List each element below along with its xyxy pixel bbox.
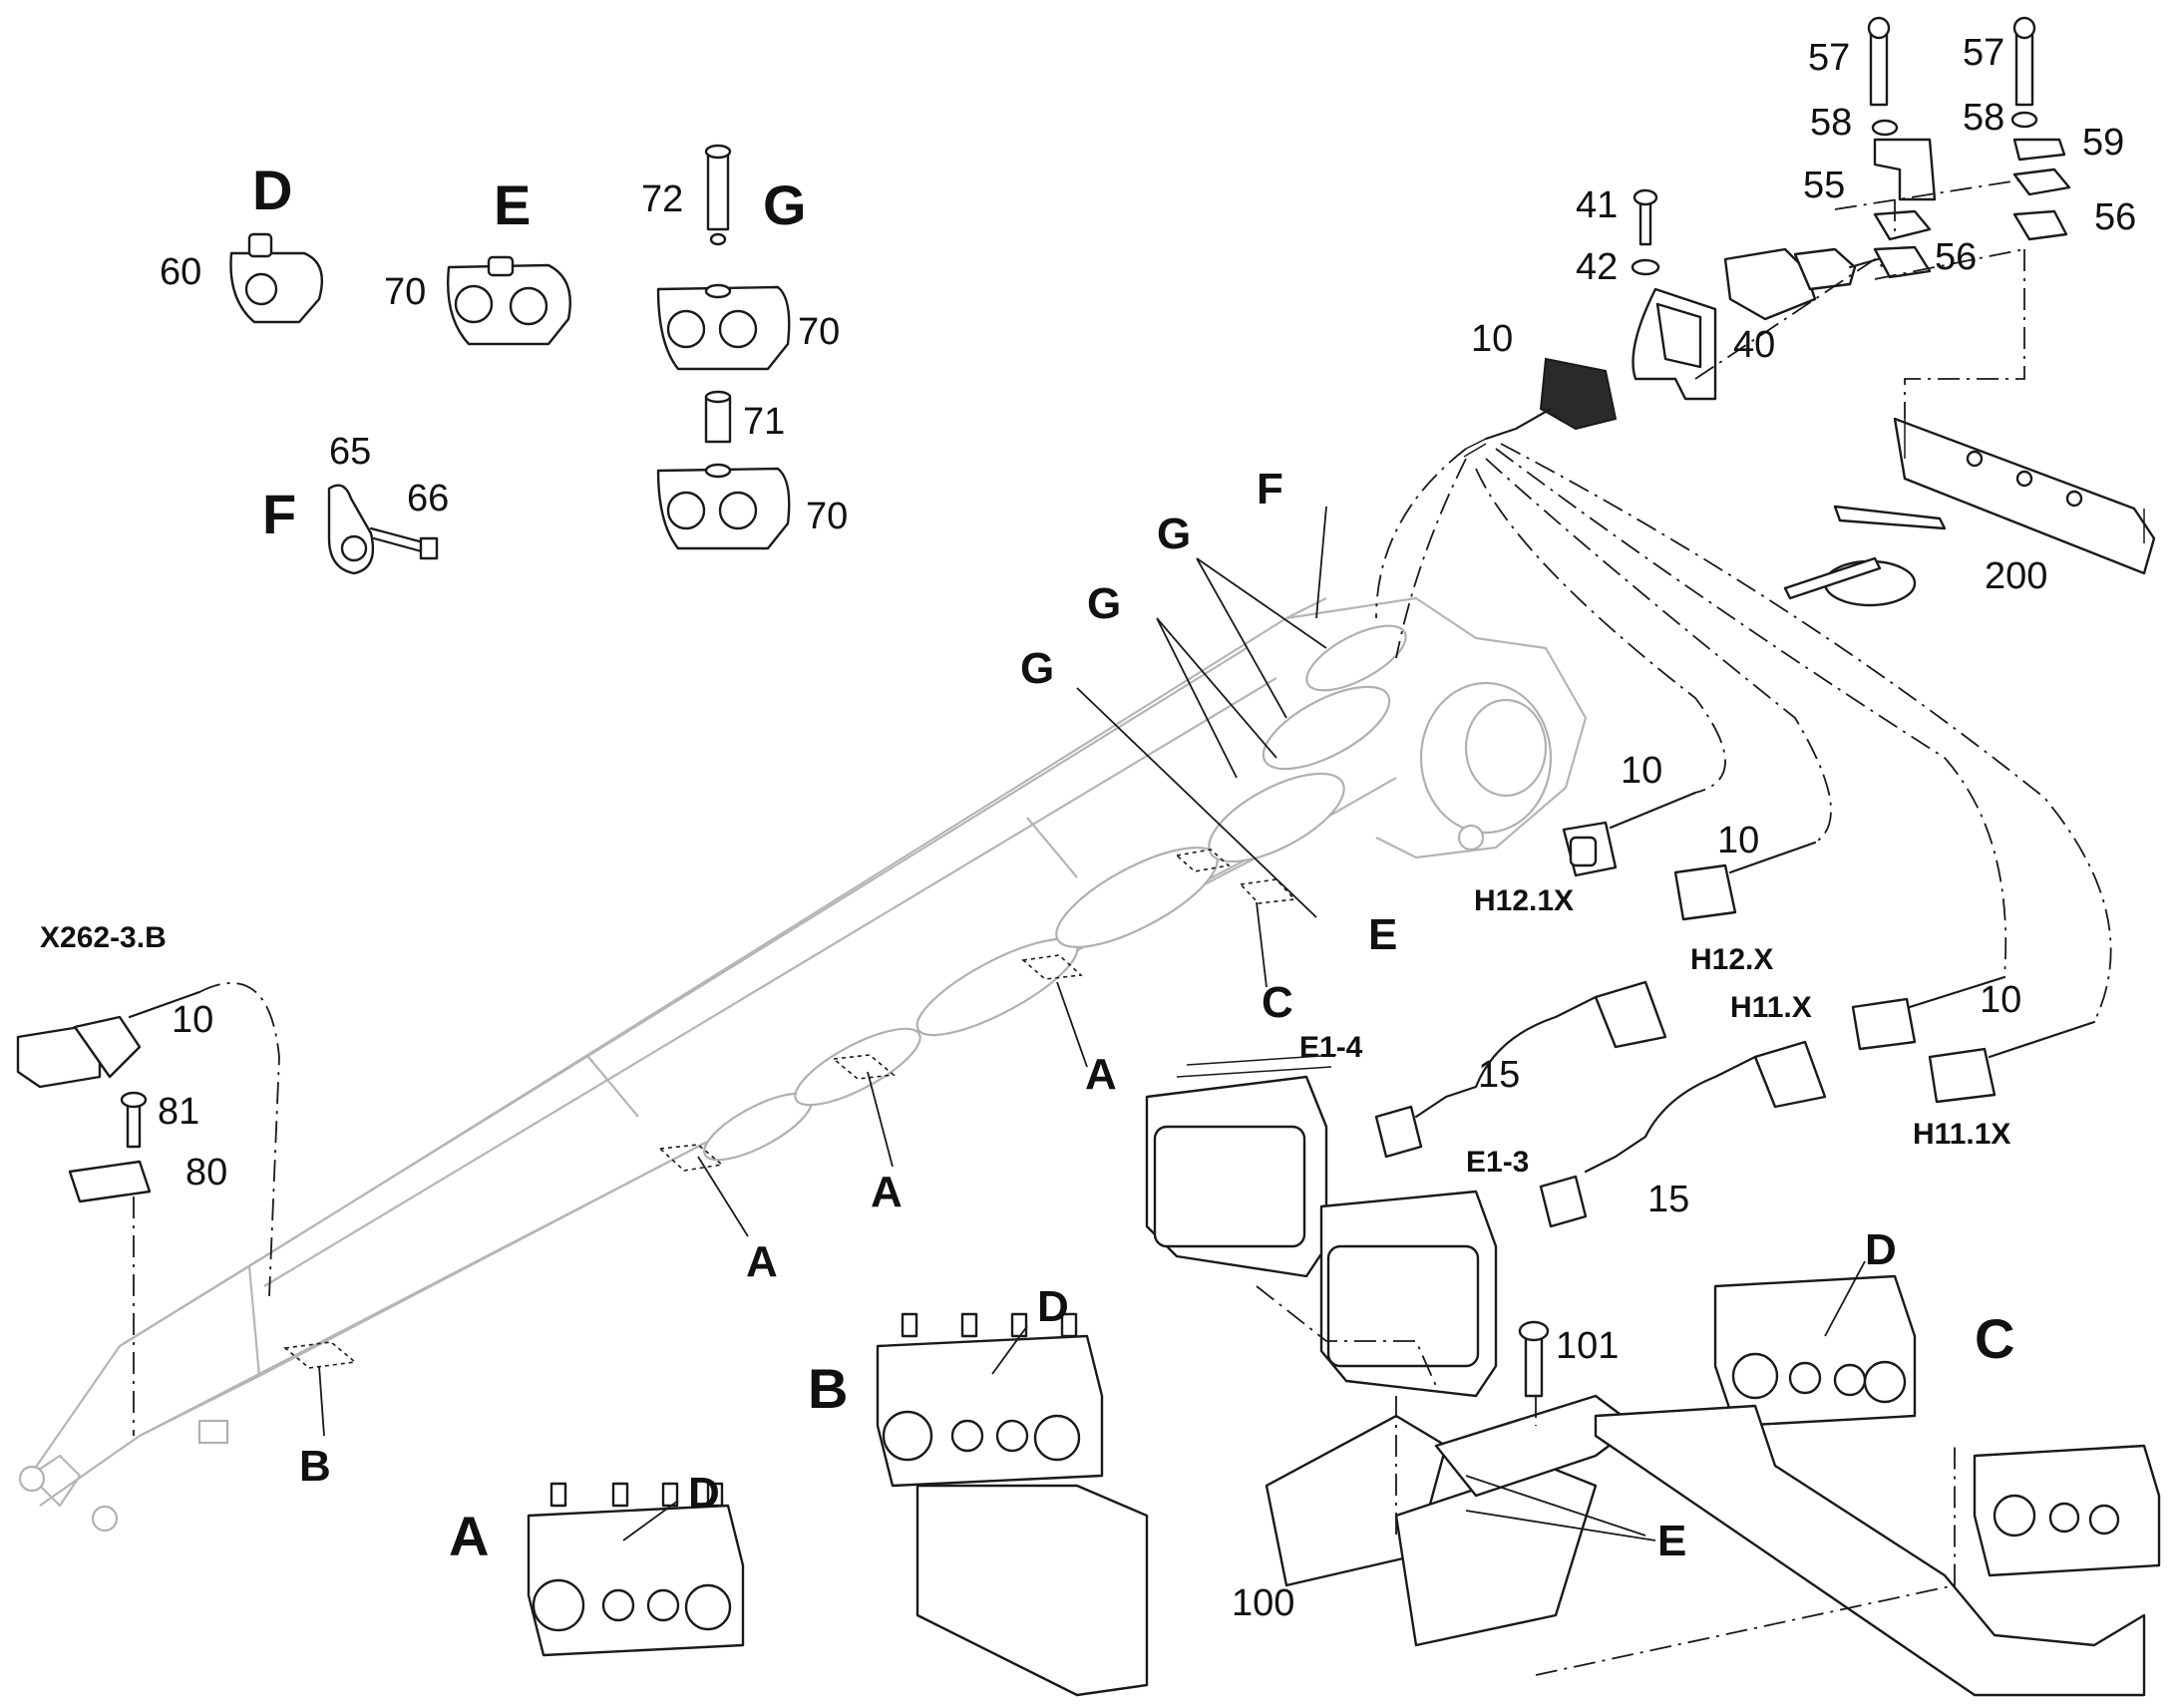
connector-plug-top — [1723, 247, 1887, 321]
connector-h111 — [1928, 1020, 2096, 1104]
clip-65-bolt-66 — [327, 484, 439, 575]
cable-tie-200 — [1783, 505, 1947, 607]
label-57-right: 57 — [1963, 32, 2004, 74]
label-81: 81 — [158, 1091, 199, 1133]
harness-15-e13 — [1539, 1040, 1827, 1228]
clamp-detail-C — [1594, 1274, 2161, 1697]
label-10-h121: 10 — [1621, 750, 1662, 792]
label-42: 42 — [1576, 246, 1618, 288]
label-boom-G1: G — [1157, 510, 1191, 558]
labels: D E G F 60 70 72 70 71 70 65 66 41 42 10… — [40, 32, 2136, 1624]
connector-h12 — [1673, 841, 1817, 921]
label-detail-C-D: D — [1865, 1225, 1897, 1274]
harness-15-e14 — [1374, 980, 1667, 1159]
clamp-detail-B — [876, 1312, 1149, 1697]
label-boom-A3: A — [746, 1237, 778, 1286]
bracket-40 — [1631, 188, 1717, 401]
label-e13: E1-3 — [1466, 1146, 1529, 1179]
label-70-single: 70 — [384, 271, 426, 313]
label-59: 59 — [2082, 122, 2124, 164]
label-65: 65 — [329, 431, 371, 473]
label-detail-B-D: D — [1037, 1282, 1069, 1331]
label-70-lower: 70 — [806, 496, 848, 537]
work-lamp-right — [1319, 1190, 1498, 1398]
label-h121: H12.1X — [1474, 884, 1574, 917]
label-10-camera: 10 — [1471, 318, 1513, 360]
clamp-70-single — [447, 255, 571, 346]
clamp-60 — [229, 232, 324, 324]
label-detail-E: E — [494, 173, 531, 236]
label-200: 200 — [1985, 555, 2047, 597]
label-101: 101 — [1556, 1325, 1619, 1367]
boom-mount-markers — [283, 849, 1296, 1369]
label-40: 40 — [1733, 324, 1775, 366]
label-detail-C: C — [1975, 1307, 2014, 1370]
bracket-59-56-57-58 — [2010, 16, 2071, 241]
label-57-left: 57 — [1808, 37, 1850, 79]
label-boom-A2: A — [871, 1168, 903, 1216]
label-15-upper: 15 — [1478, 1054, 1520, 1096]
label-h111: H11.1X — [1913, 1118, 2010, 1151]
label-boom-E: E — [1368, 910, 1397, 959]
label-10-h12: 10 — [1717, 820, 1759, 861]
work-lamp-left — [1145, 1054, 1337, 1278]
label-58-left: 58 — [1810, 102, 1852, 144]
label-detail-A: A — [449, 1505, 489, 1567]
clamp-bar-top — [1893, 417, 2156, 575]
lamp-bracket-100 — [1265, 1320, 1637, 1647]
label-56-right: 56 — [2094, 196, 2136, 238]
label-e14: E1-4 — [1299, 1031, 1363, 1064]
label-h12: H12.X — [1690, 943, 1773, 976]
label-41: 41 — [1576, 184, 1618, 226]
label-boom-B: B — [299, 1442, 331, 1491]
label-66: 66 — [407, 478, 449, 519]
connector-h11 — [1851, 975, 2006, 1051]
label-h11: H11.X — [1730, 991, 1812, 1024]
label-detail-A-D: D — [688, 1469, 720, 1518]
label-72: 72 — [641, 178, 683, 220]
label-detail-G: G — [763, 173, 807, 236]
label-x262: X262-3.B — [40, 921, 167, 954]
label-detail-B: B — [808, 1357, 848, 1420]
label-boom-F: F — [1257, 465, 1283, 513]
cable-routes — [133, 178, 2112, 1676]
clamp-detail-A — [527, 1482, 745, 1657]
label-10-h11: 10 — [1980, 979, 2021, 1021]
bracket-55-57-58 — [1867, 16, 1937, 279]
boom-assembly — [18, 596, 1588, 1533]
label-55: 55 — [1803, 165, 1845, 206]
label-56-left: 56 — [1935, 236, 1977, 278]
leader-lines — [318, 506, 1866, 1541]
label-boom-C: C — [1262, 978, 1293, 1027]
label-boom-A1: A — [1085, 1050, 1117, 1099]
connector-h121 — [1562, 791, 1697, 877]
label-detail-D: D — [252, 159, 292, 221]
label-60: 60 — [160, 251, 201, 293]
connector-10-camera — [1463, 357, 1618, 458]
label-boom-G2: G — [1087, 579, 1121, 628]
label-lamp-E: E — [1657, 1517, 1686, 1565]
label-15-lower: 15 — [1647, 1179, 1689, 1220]
label-detail-F: F — [262, 483, 296, 545]
label-70-upper: 70 — [798, 311, 840, 353]
label-80: 80 — [185, 1152, 227, 1194]
label-10-left: 10 — [172, 999, 213, 1041]
clamp-70-stack — [656, 144, 791, 550]
label-boom-G3: G — [1020, 644, 1054, 693]
label-71: 71 — [743, 401, 785, 443]
connector-x262 — [16, 990, 201, 1203]
label-100: 100 — [1232, 1582, 1294, 1624]
label-58-right: 58 — [1963, 97, 2004, 139]
